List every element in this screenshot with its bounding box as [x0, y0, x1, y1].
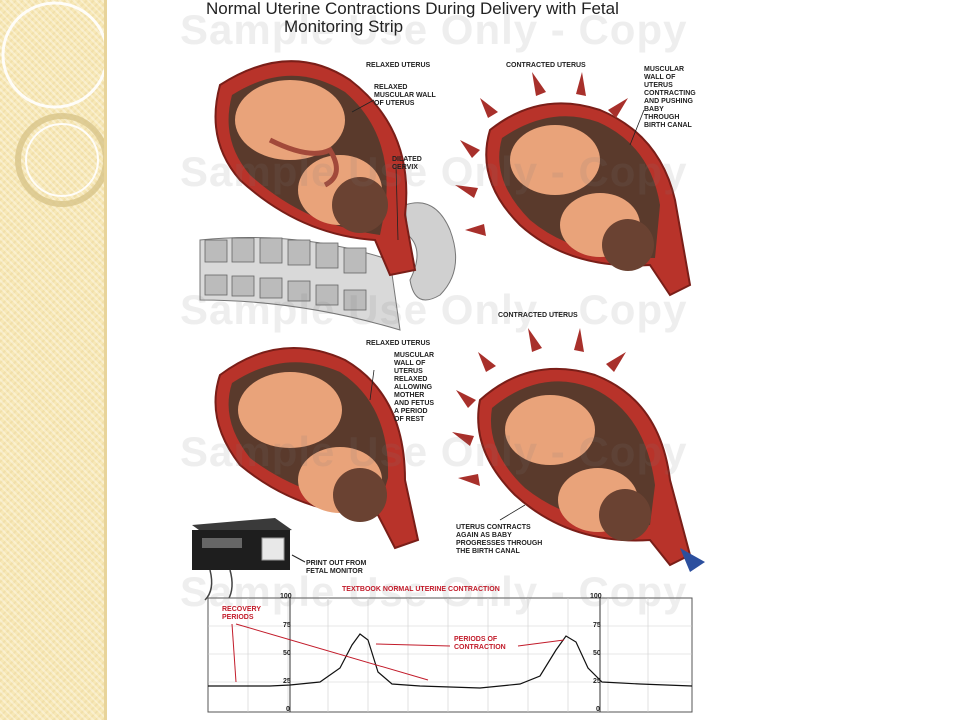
strip-tick-50-right: 50 — [593, 650, 601, 657]
watermark: Sample Use Only - Copy — [180, 286, 688, 333]
watermark: Sample Use Only - Copy — [180, 568, 688, 615]
monitoring-strip — [207, 597, 693, 713]
label-printout: PRINT OUT FROM FETAL MONITOR — [306, 560, 367, 575]
label-uterus-contracts-again: UTERUS CONTRACTS AGAIN AS BABY PROGRESSE… — [456, 524, 543, 555]
watermark: Sample Use Only - Copy — [180, 428, 688, 475]
title-line-2: Monitoring Strip — [284, 17, 404, 36]
strip-tick-100-right: 100 — [590, 593, 602, 600]
leader-lines — [351, 99, 645, 521]
decorative-circles — [1, 1, 104, 207]
strip-tick-0-right: 0 — [596, 706, 600, 713]
label-muscular-wall-relaxed: MUSCULAR WALL OF UTERUS RELAXED ALLOWING… — [394, 352, 435, 423]
label-relaxed-uterus-2: RELAXED UTERUS — [366, 340, 431, 347]
strip-tick-25-right: 25 — [593, 678, 601, 685]
illustration-title: Normal Uterine Contractions During Deliv… — [206, 0, 619, 36]
watermark: Sample Use Only - Copy — [180, 148, 688, 195]
strip-tick-50-left: 50 — [283, 650, 291, 657]
watermark: Sample Use Only - Copy — [180, 6, 688, 53]
strip-recovery-label: RECOVERY PERIODS — [222, 606, 262, 621]
label-relaxed-wall: RELAXED MUSCULAR WALL OF UTERUS — [374, 84, 436, 107]
uterus-contracted-bottom — [477, 367, 705, 572]
uterus-contracted-top — [485, 102, 692, 297]
label-dilated-cervix: DILATED CERVIX — [392, 156, 422, 171]
strip-tick-25-left: 25 — [283, 678, 291, 685]
illustration-graphics — [192, 60, 705, 713]
label-contracted-uterus-2: CONTRACTED UTERUS — [498, 312, 578, 319]
strip-tick-75-left: 75 — [283, 622, 291, 629]
uterus-relaxed-top — [214, 60, 417, 277]
label-contracted-uterus-1: CONTRACTED UTERUS — [506, 62, 586, 69]
contraction-arrows-bottom — [452, 328, 626, 486]
fetal-monitor-device — [192, 518, 306, 601]
label-muscular-wall-contracting: MUSCULAR WALL OF UTERUS CONTRACTING AND … — [644, 66, 696, 129]
contraction-arrows-top — [455, 72, 628, 236]
medical-illustration: Sample Use Only - Copy Sample Use Only -… — [180, 0, 722, 720]
spine-pelvis — [199, 202, 457, 331]
strip-contraction-label: PERIODS OF CONTRACTION — [454, 636, 506, 651]
strip-tick-75-right: 75 — [593, 622, 601, 629]
strip-tick-0-left: 0 — [286, 706, 290, 713]
label-relaxed-uterus-1: RELAXED UTERUS — [366, 62, 431, 69]
title-line-1: Normal Uterine Contractions During Deliv… — [206, 0, 619, 18]
strip-title: TEXTBOOK NORMAL UTERINE CONTRACTION — [342, 586, 500, 593]
uterus-relaxed-bottom — [214, 347, 420, 550]
sidebar-decoration — [0, 0, 107, 720]
strip-tick-100-left: 100 — [280, 593, 292, 600]
